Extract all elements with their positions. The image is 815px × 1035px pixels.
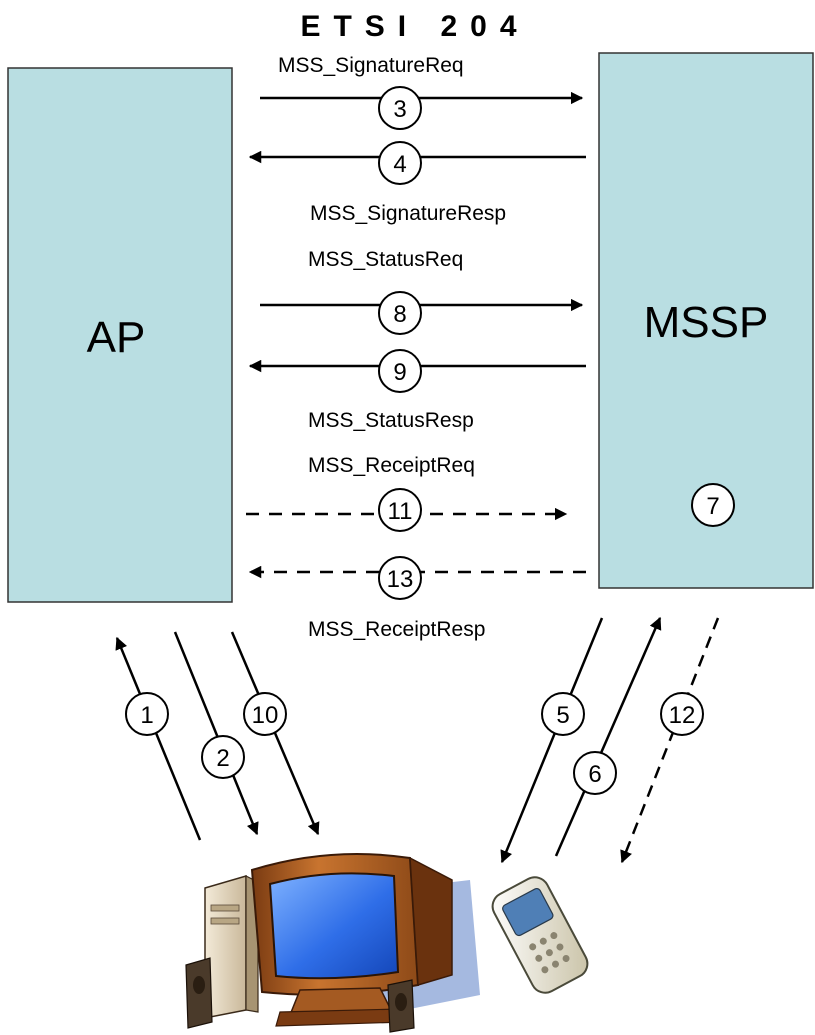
step-9-number: 9: [393, 359, 406, 386]
diagram-title: ETSI 204: [300, 10, 529, 43]
ap-box: [7, 67, 233, 603]
arrow-12-mssp-to-phone: [620, 617, 720, 864]
arrow-5-mssp-to-phone: [500, 617, 604, 864]
arrow-1-computer-to-ap: [115, 636, 202, 841]
step-12-circle: [660, 692, 704, 736]
arrow-6-phone-to-mssp: [554, 616, 662, 857]
desktop-computer-icon: [185, 853, 480, 1033]
ap-label: AP: [87, 313, 146, 362]
mobile-phone-icon: [491, 876, 589, 994]
step-7-circle: [691, 483, 735, 527]
label-signature-req: MSS_SignatureReq: [278, 54, 464, 77]
step-11-number: 11: [388, 498, 413, 525]
label-status-req: MSS_StatusReq: [308, 248, 463, 271]
arrow-2-ap-to-computer: [173, 631, 259, 836]
step-1-circle: [125, 692, 169, 736]
step-2-number: 2: [216, 745, 229, 772]
step-7-number: 7: [706, 493, 719, 520]
step-5-number: 5: [556, 702, 569, 729]
step-13-circle: [378, 556, 422, 600]
label-receipt-req: MSS_ReceiptReq: [308, 454, 475, 477]
step-9-circle: [378, 349, 422, 393]
label-signature-resp: MSS_SignatureResp: [310, 202, 506, 225]
step-2-circle: [201, 735, 245, 779]
step-4-circle: [378, 141, 422, 185]
step-12-number: 12: [669, 702, 696, 729]
mssp-label: MSSP: [644, 298, 769, 347]
label-receipt-resp: MSS_ReceiptResp: [308, 618, 485, 641]
step-6-number: 6: [588, 761, 601, 788]
step-8-circle: [378, 291, 422, 335]
label-status-resp: MSS_StatusResp: [308, 409, 474, 432]
step-3-circle: [378, 86, 422, 130]
step-10-number: 10: [252, 702, 279, 729]
step-4-number: 4: [393, 151, 406, 178]
step-1-number: 1: [140, 702, 153, 729]
step-10-circle: [243, 692, 287, 736]
step-13-number: 13: [387, 566, 414, 593]
step-5-circle: [541, 692, 585, 736]
step-3-number: 3: [393, 96, 406, 123]
step-8-number: 8: [393, 301, 406, 328]
step-11-circle: [378, 488, 422, 532]
step-6-circle: [573, 751, 617, 795]
